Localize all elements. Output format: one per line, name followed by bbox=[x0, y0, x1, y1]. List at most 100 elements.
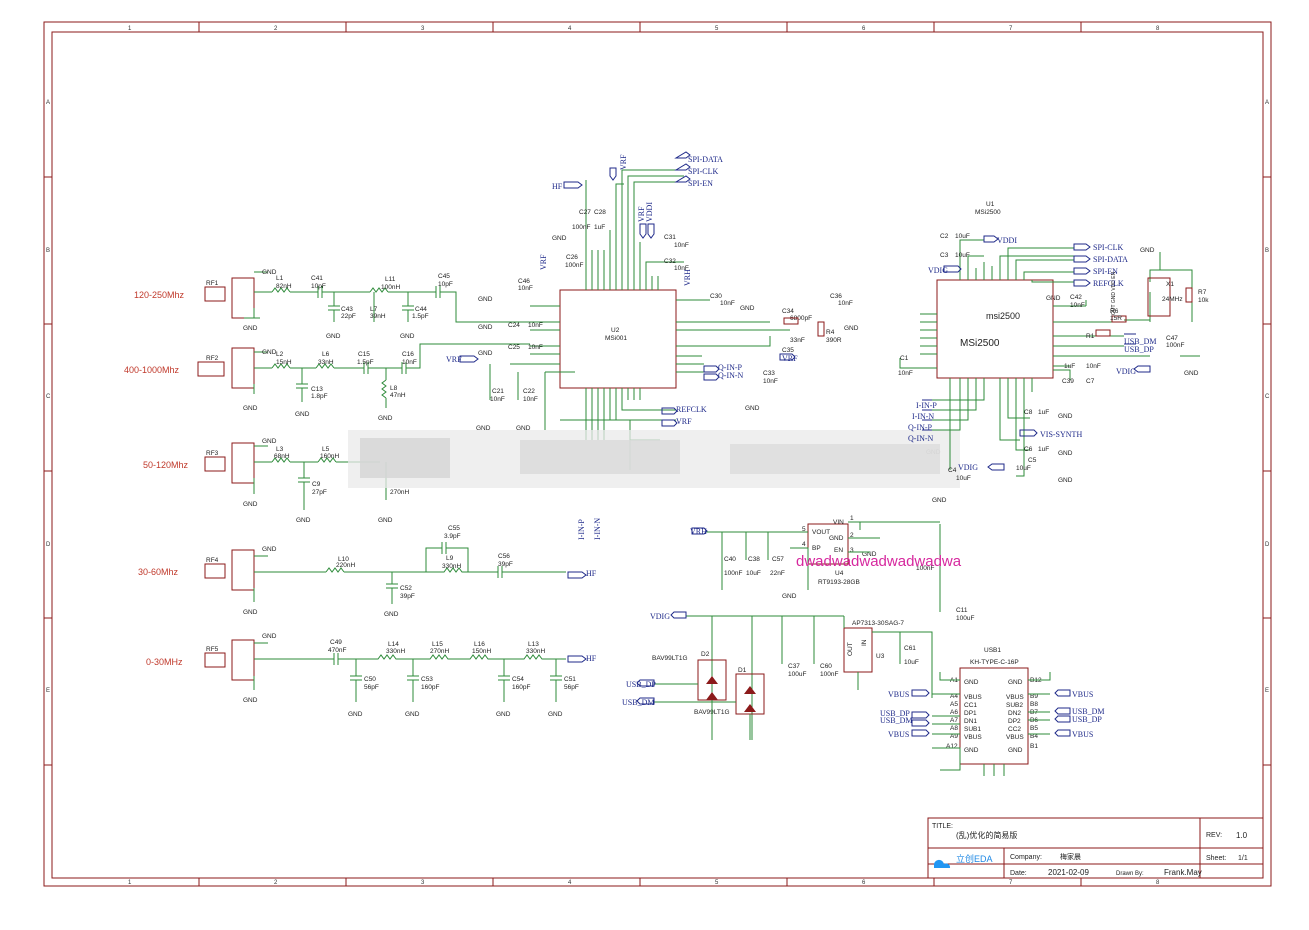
pin: VOUT bbox=[812, 529, 830, 536]
pin: IN bbox=[861, 639, 868, 646]
net-vdig: VDIG bbox=[928, 266, 948, 275]
obscured-area bbox=[348, 430, 960, 488]
svg-text:10uF: 10uF bbox=[904, 659, 919, 666]
ref: L10 bbox=[338, 556, 349, 563]
net-i-in-n: I-IN-N bbox=[912, 412, 934, 421]
sma-connector bbox=[197, 361, 225, 377]
svg-text:10uF: 10uF bbox=[1016, 465, 1031, 472]
grid-row-label: E bbox=[1265, 688, 1269, 694]
svg-text:A7: A7 bbox=[950, 717, 958, 724]
net-vrf: VRF bbox=[619, 154, 628, 170]
diode-name: BAV99LT1G bbox=[652, 655, 688, 662]
val: 22pF bbox=[341, 313, 356, 320]
net-i-in-p: I-IN-P bbox=[916, 401, 937, 410]
ref: C44 bbox=[415, 306, 427, 313]
gnd-label: GND bbox=[548, 711, 563, 718]
ref: L16 bbox=[474, 641, 485, 648]
gnd-label: GND bbox=[262, 438, 277, 445]
svg-text:C60: C60 bbox=[820, 663, 832, 670]
grid-row-label: B bbox=[1265, 248, 1269, 254]
svg-text:A9: A9 bbox=[950, 733, 958, 740]
svg-text:GND: GND bbox=[1008, 679, 1023, 686]
pin-num: 5 bbox=[802, 526, 806, 533]
gnd-label: GND bbox=[1058, 477, 1073, 484]
svg-text:CC2: CC2 bbox=[1008, 726, 1021, 733]
net-i-in-n: I-IN-N bbox=[593, 518, 602, 540]
svg-text:VBUS: VBUS bbox=[1006, 734, 1024, 741]
ic-ref: U1 bbox=[986, 201, 995, 208]
val: 330nH bbox=[526, 648, 545, 655]
svg-text:100nF: 100nF bbox=[572, 224, 590, 231]
ref: L11 bbox=[385, 276, 396, 283]
usb-esd-diodes: D2 BAV99LT1G D1 BAV99LT1G USB_DP USB_DM bbox=[622, 651, 765, 740]
rf-connector-ref: RF3 bbox=[206, 450, 219, 457]
gnd-label: GND bbox=[476, 425, 491, 432]
gnd-label: GND bbox=[400, 333, 415, 340]
val: 270nH bbox=[430, 648, 449, 655]
grid-row-label: C bbox=[1265, 394, 1270, 400]
gnd-label: GND bbox=[1140, 247, 1155, 254]
svg-text:1uF: 1uF bbox=[1038, 409, 1049, 416]
svg-text:C5: C5 bbox=[1028, 457, 1037, 464]
c34-body bbox=[783, 317, 799, 325]
grid-col-label: 1 bbox=[128, 880, 132, 886]
gnd-label: GND bbox=[478, 350, 493, 357]
net-hf: HF bbox=[586, 569, 597, 578]
net-vddi: VDDI bbox=[645, 202, 654, 222]
val: 56pF bbox=[364, 684, 379, 691]
gnd-label: GND bbox=[378, 415, 393, 422]
svg-text:B8: B8 bbox=[1030, 701, 1038, 708]
net-usb-dm: USB_DM bbox=[1124, 337, 1156, 346]
ref: L3 bbox=[276, 446, 284, 453]
svg-text:B1: B1 bbox=[1030, 743, 1038, 750]
svg-text:DN2: DN2 bbox=[1008, 710, 1021, 717]
ref: C50 bbox=[364, 676, 376, 683]
net-vrf: VRF bbox=[782, 354, 798, 363]
sma-body bbox=[231, 442, 255, 484]
svg-text:1uF: 1uF bbox=[1038, 446, 1049, 453]
sma-connector bbox=[204, 563, 226, 579]
svg-text:10nF: 10nF bbox=[490, 396, 505, 403]
net-usb-dp: USB_DP bbox=[626, 680, 656, 689]
svg-text:C27: C27 bbox=[579, 209, 591, 216]
svg-text:A8: A8 bbox=[950, 725, 958, 732]
val: 56pF bbox=[564, 684, 579, 691]
gnd-label: GND bbox=[262, 349, 277, 356]
grid-row-label: A bbox=[1265, 100, 1269, 106]
sma-body bbox=[231, 549, 255, 591]
grid-col-label: 4 bbox=[568, 880, 572, 886]
ref: C13 bbox=[311, 386, 323, 393]
svg-text:B9: B9 bbox=[1030, 693, 1038, 700]
svg-text:33nF: 33nF bbox=[790, 337, 805, 344]
ic-sub: MSi2500 bbox=[975, 209, 1001, 216]
val: 27pF bbox=[312, 489, 327, 496]
pin: OUT bbox=[847, 642, 854, 656]
gnd-label: GND bbox=[1058, 450, 1073, 457]
ic-u4-rt9193: VOUT BP VIN GND EN 5 4 1 2 3 U4 RT9193-2… bbox=[690, 515, 941, 612]
net-usb-dm: USB_DM bbox=[622, 698, 654, 707]
svg-text:A5: A5 bbox=[950, 701, 958, 708]
val: 470nF bbox=[328, 647, 346, 654]
net-q-in-p: Q-IN-P bbox=[908, 423, 933, 432]
net-vdig: VDIG bbox=[650, 612, 670, 621]
grid-col-label: 4 bbox=[568, 26, 572, 32]
svg-text:C6: C6 bbox=[1024, 446, 1033, 453]
gnd-label: GND bbox=[478, 324, 493, 331]
sheet-label: Sheet: bbox=[1206, 855, 1226, 862]
cloud-icon bbox=[933, 859, 951, 868]
gnd-label: GND bbox=[262, 269, 277, 276]
svg-text:10nF: 10nF bbox=[1086, 363, 1101, 370]
svg-text:B4: B4 bbox=[1030, 733, 1038, 740]
gnd-label: GND bbox=[932, 497, 947, 504]
grid-col-label: 5 bbox=[715, 880, 719, 886]
net-q-in-p: Q-IN-P bbox=[718, 363, 743, 372]
grid-row-label: B bbox=[46, 248, 50, 254]
gnd-label: GND bbox=[552, 235, 567, 242]
ref: C56 bbox=[498, 553, 510, 560]
rf-connector-ref: RF2 bbox=[206, 355, 219, 362]
val: 1.5pF bbox=[412, 313, 429, 320]
ref: L2 bbox=[276, 351, 284, 358]
net-vrf: VRF bbox=[539, 254, 548, 270]
